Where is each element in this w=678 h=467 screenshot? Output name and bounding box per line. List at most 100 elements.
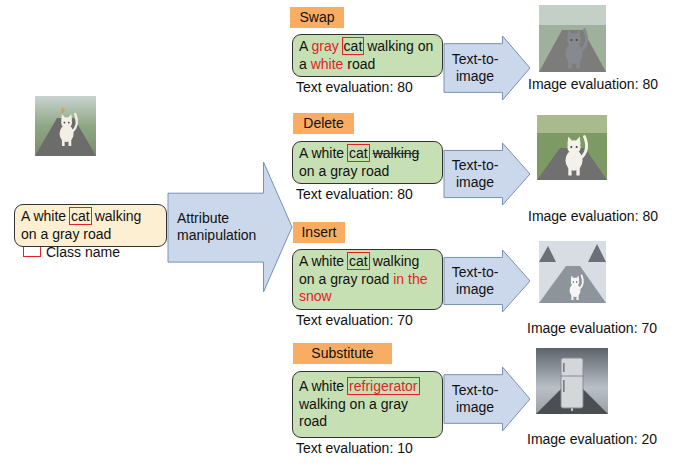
word: walking	[373, 145, 420, 161]
word: a	[318, 163, 326, 179]
node-text: A gray cat walking on a white road	[299, 38, 436, 73]
edited-caption-box: A gray cat walking on a white road	[292, 34, 443, 77]
word: a	[369, 396, 377, 412]
process-arrow: Attribute manipulation	[168, 162, 292, 292]
word: gray	[330, 271, 357, 287]
edited-caption-box: A white refrigerator walking on a gray r…	[292, 371, 443, 438]
word: cat	[343, 38, 364, 54]
text-to-image-arrow: Text-to- image	[444, 367, 530, 431]
text-to-image-arrow: Text-to- image	[444, 143, 530, 205]
node-text: A white cat walking on a gray road	[21, 208, 160, 243]
word: a	[299, 56, 307, 72]
arrow-outline	[168, 162, 292, 292]
node-text: Text-to- image	[448, 51, 502, 86]
evaluation-score: Image evaluation: 70	[527, 320, 657, 337]
generated-image	[537, 115, 607, 180]
word: Substitute	[311, 345, 373, 361]
word: road	[347, 56, 375, 72]
word: white	[311, 253, 344, 269]
word: manipulation	[177, 227, 256, 243]
word: image	[456, 174, 494, 190]
arrow-outline	[444, 250, 530, 312]
word: Text-to-	[452, 51, 499, 67]
evaluation-score: Text evaluation: 10	[296, 440, 413, 457]
word: on	[350, 396, 366, 412]
generated-image	[539, 241, 606, 303]
word: cat	[70, 208, 91, 224]
word: Insert	[301, 224, 336, 240]
operation-tag: Substitute	[293, 343, 392, 364]
word: Text-to-	[452, 157, 499, 173]
word: cat	[348, 145, 369, 161]
word: white	[311, 145, 344, 161]
node-text: Substitute	[311, 345, 373, 363]
operation-tag: Insert	[293, 222, 345, 243]
evaluation-score: Image evaluation: 80	[528, 76, 658, 93]
word: snow	[299, 288, 332, 304]
word: walking	[299, 396, 346, 412]
arrow-outline	[444, 367, 530, 431]
word: white	[311, 56, 344, 72]
word: a	[318, 271, 326, 287]
evaluation-score: Text evaluation: 80	[296, 79, 413, 96]
word: A	[299, 253, 308, 269]
word: in	[393, 271, 404, 287]
word: A	[299, 378, 308, 394]
word: Swap	[299, 9, 334, 25]
word: A	[21, 208, 30, 224]
legend-swatch	[23, 246, 41, 257]
generated-image	[536, 348, 608, 414]
word: gray	[381, 396, 408, 412]
word: on	[299, 163, 315, 179]
word: image	[456, 399, 494, 415]
word: image	[456, 281, 494, 297]
cat-photo	[35, 96, 96, 156]
word: on	[21, 226, 37, 242]
word: walking	[373, 253, 420, 269]
word: image	[456, 68, 494, 84]
word: Text-to-	[452, 382, 499, 398]
edited-caption-box: A white cat walking on a gray road in th…	[292, 249, 443, 310]
node-text: Swap	[299, 9, 334, 27]
node-text: A white refrigerator walking on a gray r…	[299, 378, 436, 431]
operation-tag: Swap	[290, 7, 344, 28]
word: road	[361, 271, 389, 287]
word: on	[299, 271, 315, 287]
node-text: Insert	[301, 224, 336, 242]
arrow-outline	[444, 36, 530, 100]
word: gray	[52, 226, 79, 242]
evaluation-score: Image evaluation: 20	[527, 431, 657, 448]
word: gray	[330, 163, 357, 179]
generated-image	[539, 5, 606, 72]
source-caption-box: A white cat walking on a gray road	[14, 204, 167, 247]
evaluation-score: Text evaluation: 80	[296, 186, 413, 203]
node-text: Text-to- image	[448, 157, 502, 192]
node-text: A white cat walking on a gray road in th…	[299, 253, 436, 306]
evaluation-score: Text evaluation: 70	[296, 312, 413, 329]
word: refrigerator	[348, 378, 418, 394]
word: white	[311, 378, 344, 394]
node-text: Attribute manipulation	[177, 210, 262, 245]
edited-caption-box: A white cat walking on a gray road	[292, 141, 443, 184]
word: road	[299, 413, 327, 429]
word: road	[361, 163, 389, 179]
word: Text-to-	[452, 264, 499, 280]
word: Delete	[303, 115, 343, 131]
word: A	[299, 145, 308, 161]
word: gray	[311, 38, 338, 54]
legend-text: Class name	[46, 244, 120, 261]
word: a	[40, 226, 48, 242]
node-text: Delete	[303, 115, 343, 133]
arrow-outline	[444, 143, 530, 205]
node-text: A white cat walking on a gray road	[299, 145, 436, 180]
node-text: Text-to- image	[448, 382, 502, 417]
word: cat	[348, 253, 369, 269]
word: walking	[95, 208, 142, 224]
word: Attribute	[177, 210, 229, 226]
operation-tag: Delete	[293, 113, 354, 134]
word: white	[33, 208, 66, 224]
text-to-image-arrow: Text-to- image	[444, 36, 530, 100]
word: the	[408, 271, 427, 287]
word: walking	[367, 38, 414, 54]
